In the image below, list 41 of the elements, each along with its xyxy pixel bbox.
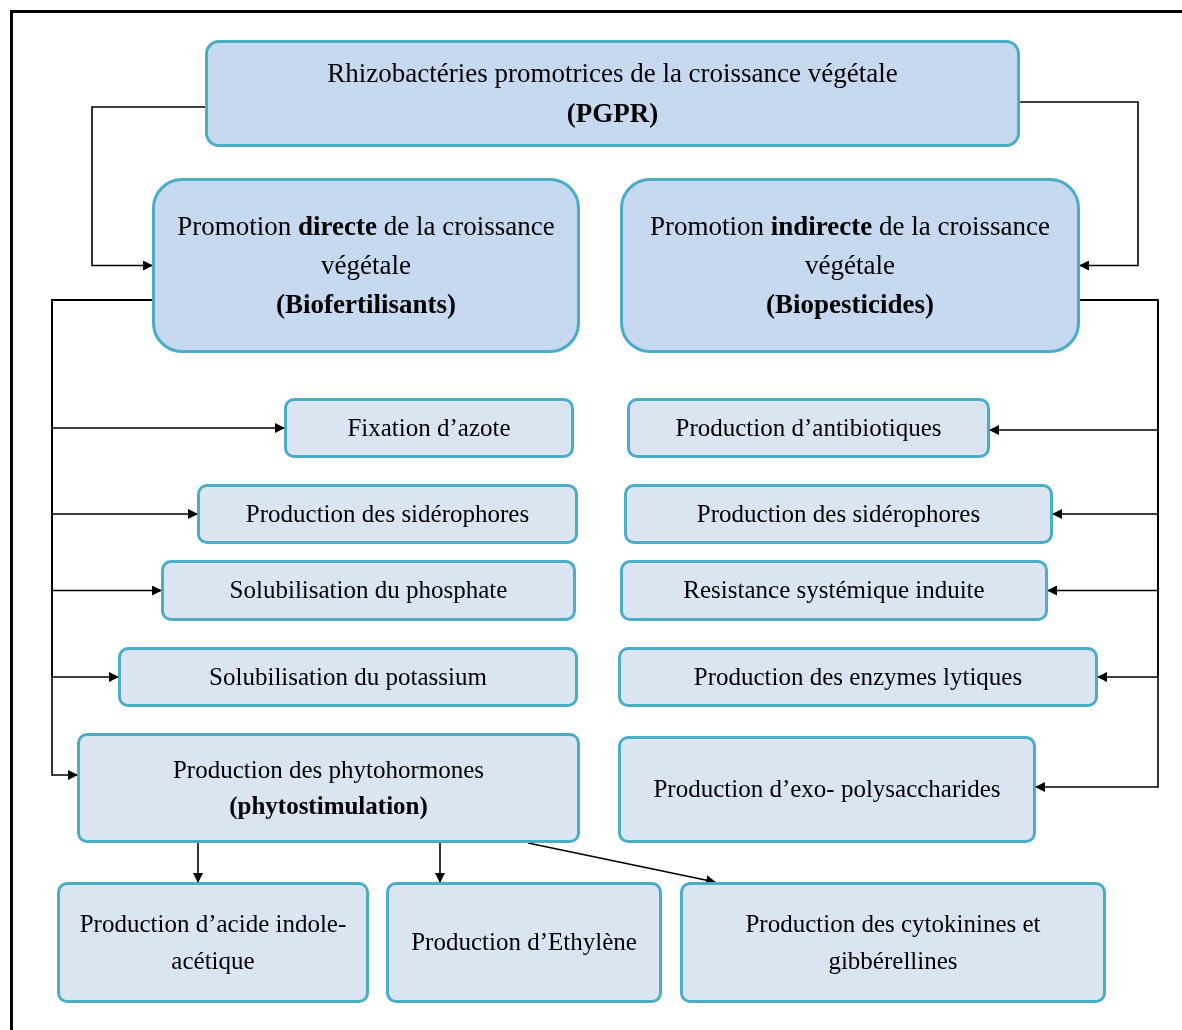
process-box: [627, 398, 990, 458]
box-text: Resistance systémique induite: [683, 575, 985, 606]
box-text: Promotion directe de la croissance végétale: [176, 209, 556, 282]
box-text: Production des phytohormones: [172, 754, 485, 785]
process-box: [284, 398, 574, 458]
box-text: Rhizobactéries promotrices de la croissance végétale: [327, 57, 898, 91]
box-text: Production d’antibiotiques: [675, 412, 942, 443]
box-text: Production d’Ethylène: [411, 927, 637, 958]
box-text: Production d’exo- polysaccharides: [653, 774, 1001, 805]
arrow: [193, 842, 203, 883]
process-box: [624, 484, 1053, 544]
box-text: Fixation d’azote: [347, 412, 511, 443]
process-box: [618, 736, 1036, 843]
box-text: Production des sidérophores: [245, 498, 530, 529]
process-box: [386, 882, 662, 1003]
box-text: Promotion indirecte de la croissance végétale: [649, 209, 1051, 282]
box-text: (Biopesticides): [766, 288, 934, 322]
arrow: [1019, 101, 1139, 271]
box-text: Solubilisation du phosphate: [229, 575, 508, 606]
process-box: [680, 882, 1106, 1003]
box-text: (PGPR): [566, 96, 659, 130]
box-text: Production des enzymes lytiques: [693, 661, 1023, 692]
arrow: [435, 842, 445, 883]
process-box: [152, 178, 580, 353]
process-box: [57, 882, 369, 1003]
process-box: [620, 560, 1048, 621]
box-text: (phytostimulation): [229, 791, 428, 822]
box-text: Production des cytokinines et gibbérellines: [744, 909, 1042, 976]
box-text: Production d’acide indole-acétique: [78, 909, 348, 976]
box-text: Production des sidérophores: [696, 498, 981, 529]
process-box: [161, 560, 576, 621]
process-box: [77, 733, 580, 843]
process-box: [118, 647, 578, 707]
arrow: [91, 106, 206, 271]
process-box: [205, 40, 1020, 147]
process-box: [618, 647, 1098, 707]
box-text: (Biofertilisants): [276, 288, 456, 322]
process-box: [197, 484, 578, 544]
arrow: [1035, 299, 1159, 792]
process-box: [620, 178, 1080, 353]
box-text: Solubilisation du potassium: [209, 661, 487, 692]
